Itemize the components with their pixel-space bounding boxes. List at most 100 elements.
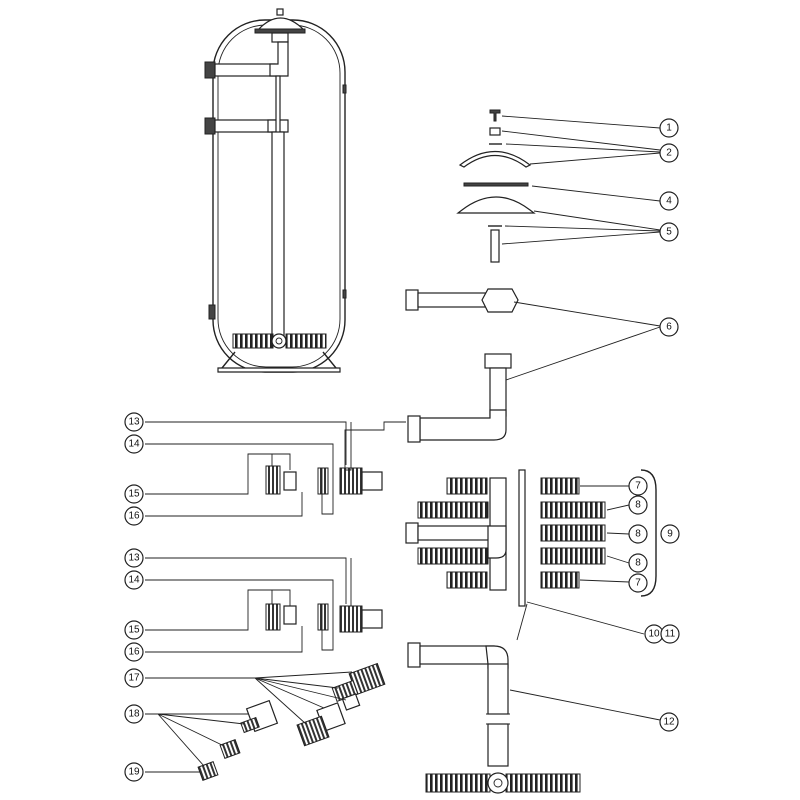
lateral-7-top-left — [446, 477, 488, 495]
callout-16-lower[interactable]: 16 — [124, 642, 144, 662]
lateral-8-upper-left — [417, 501, 489, 519]
bulkhead-13-upper-body — [361, 471, 383, 491]
fitting-18-c — [219, 739, 241, 759]
callout-14-lower[interactable]: 14 — [124, 570, 144, 590]
leader-6 — [505, 301, 661, 381]
lateral-8-lower-left — [417, 547, 489, 565]
lateral-left — [232, 333, 274, 349]
bulkhead-13-upper — [339, 467, 363, 495]
lateral-8-lower — [540, 547, 606, 565]
elbow-pipe-assembly — [407, 353, 512, 443]
elbow-end-cap — [407, 415, 421, 443]
group-bracket-9 — [640, 469, 657, 597]
lower-horizontal-pipe — [419, 645, 495, 665]
callout-19[interactable]: 19 — [124, 762, 144, 782]
callout-13-lower[interactable]: 13 — [124, 548, 144, 568]
callout-12[interactable]: 12 — [659, 712, 679, 732]
leader-7 — [579, 485, 630, 583]
leader-15-lower — [145, 589, 291, 631]
upper-pipe-assembly — [405, 288, 519, 313]
svg-text:15: 15 — [128, 489, 140, 500]
leader-12 — [509, 689, 661, 721]
fittings-19 — [197, 761, 219, 781]
leader-17 — [145, 671, 353, 725]
svg-text:4: 4 — [666, 196, 672, 207]
fitting-17-c — [341, 693, 361, 711]
lower-inlet-pipe — [214, 119, 276, 133]
bottom-hub-inner — [493, 778, 503, 788]
gasket-14-lower — [317, 603, 329, 631]
gasket-14-upper — [317, 467, 329, 495]
svg-text:13: 13 — [128, 417, 140, 428]
svg-text:8: 8 — [635, 529, 641, 540]
part-2-dome-cap — [458, 150, 532, 168]
callout-15-lower[interactable]: 15 — [124, 620, 144, 640]
part-4-gasket — [463, 182, 529, 187]
callout-15-upper[interactable]: 15 — [124, 484, 144, 504]
lower-vertical-pipe-lower — [487, 723, 509, 767]
callout-8-lower[interactable]: 8 — [628, 553, 648, 573]
leader-18 — [145, 713, 248, 767]
callout-16-upper[interactable]: 16 — [124, 506, 144, 526]
lower-vertical-pipe-upper — [487, 663, 509, 715]
svg-text:14: 14 — [128, 439, 140, 450]
tank-legs — [221, 351, 337, 369]
fittings-18 — [219, 699, 279, 759]
svg-text:8: 8 — [635, 558, 641, 569]
callout-8-middle[interactable]: 8 — [628, 524, 648, 544]
manifold-pipe — [417, 525, 491, 541]
callout-7-top[interactable]: 7 — [628, 476, 648, 496]
svg-text:7: 7 — [635, 481, 641, 492]
svg-text:16: 16 — [128, 511, 140, 522]
svg-text:1: 1 — [666, 123, 672, 134]
lower-bulkhead — [204, 117, 216, 135]
bottom-lateral-left — [425, 773, 491, 793]
manifold-hub-inner — [275, 337, 283, 345]
leader-14-upper — [145, 443, 334, 515]
lateral-right — [285, 333, 327, 349]
svg-text:19: 19 — [128, 767, 140, 778]
callout-5[interactable]: 5 — [659, 222, 679, 242]
svg-text:5: 5 — [666, 227, 672, 238]
callout-1[interactable]: 1 — [659, 118, 679, 138]
nut-15-lower — [265, 603, 281, 631]
callout-6[interactable]: 6 — [659, 317, 679, 337]
bottom-lateral-right — [505, 773, 581, 793]
callout-11[interactable]: 11 — [660, 624, 680, 644]
manifold-hub — [271, 333, 287, 349]
washer-16-lower — [283, 605, 297, 625]
lateral-7-bottom-left — [446, 571, 488, 589]
callout-7-bottom[interactable]: 7 — [628, 573, 648, 593]
fitting-19 — [197, 761, 219, 781]
leader-1 — [501, 115, 661, 129]
upper-inlet-pipe — [214, 63, 276, 77]
callout-13-upper[interactable]: 13 — [124, 412, 144, 432]
callout-2[interactable]: 2 — [659, 143, 679, 163]
svg-text:6: 6 — [666, 322, 672, 333]
svg-text:16: 16 — [128, 647, 140, 658]
leader-13-lower — [145, 557, 352, 606]
callout-10[interactable]: 10 — [644, 624, 664, 644]
leader-16-lower — [145, 626, 303, 653]
horizontal-pipe — [417, 292, 489, 308]
tank-base — [217, 367, 341, 373]
leader-15-upper — [145, 453, 291, 495]
callouts: 1 2 4 5 6 7 8 8 8 7 9 10 11 12 13 14 15 … — [124, 118, 680, 782]
callout-14-upper[interactable]: 14 — [124, 434, 144, 454]
callout-4[interactable]: 4 — [659, 191, 679, 211]
svg-text:18: 18 — [128, 709, 140, 720]
tank-top-knob — [276, 8, 284, 16]
lateral-manifold-assembly — [405, 469, 657, 607]
callout-18[interactable]: 18 — [124, 704, 144, 724]
side-clip-lower — [342, 289, 347, 299]
washer-16-upper — [283, 471, 297, 491]
bulkhead-13-lower — [339, 605, 363, 633]
elbow-vertical-pipe — [489, 367, 507, 417]
callout-9[interactable]: 9 — [660, 524, 680, 544]
standpipe-10-11 — [518, 469, 526, 607]
callout-17[interactable]: 17 — [124, 668, 144, 688]
svg-text:17: 17 — [128, 673, 140, 684]
callout-8-upper[interactable]: 8 — [628, 495, 648, 515]
bulkhead-set-upper — [265, 465, 383, 495]
fittings-17 — [296, 662, 386, 747]
